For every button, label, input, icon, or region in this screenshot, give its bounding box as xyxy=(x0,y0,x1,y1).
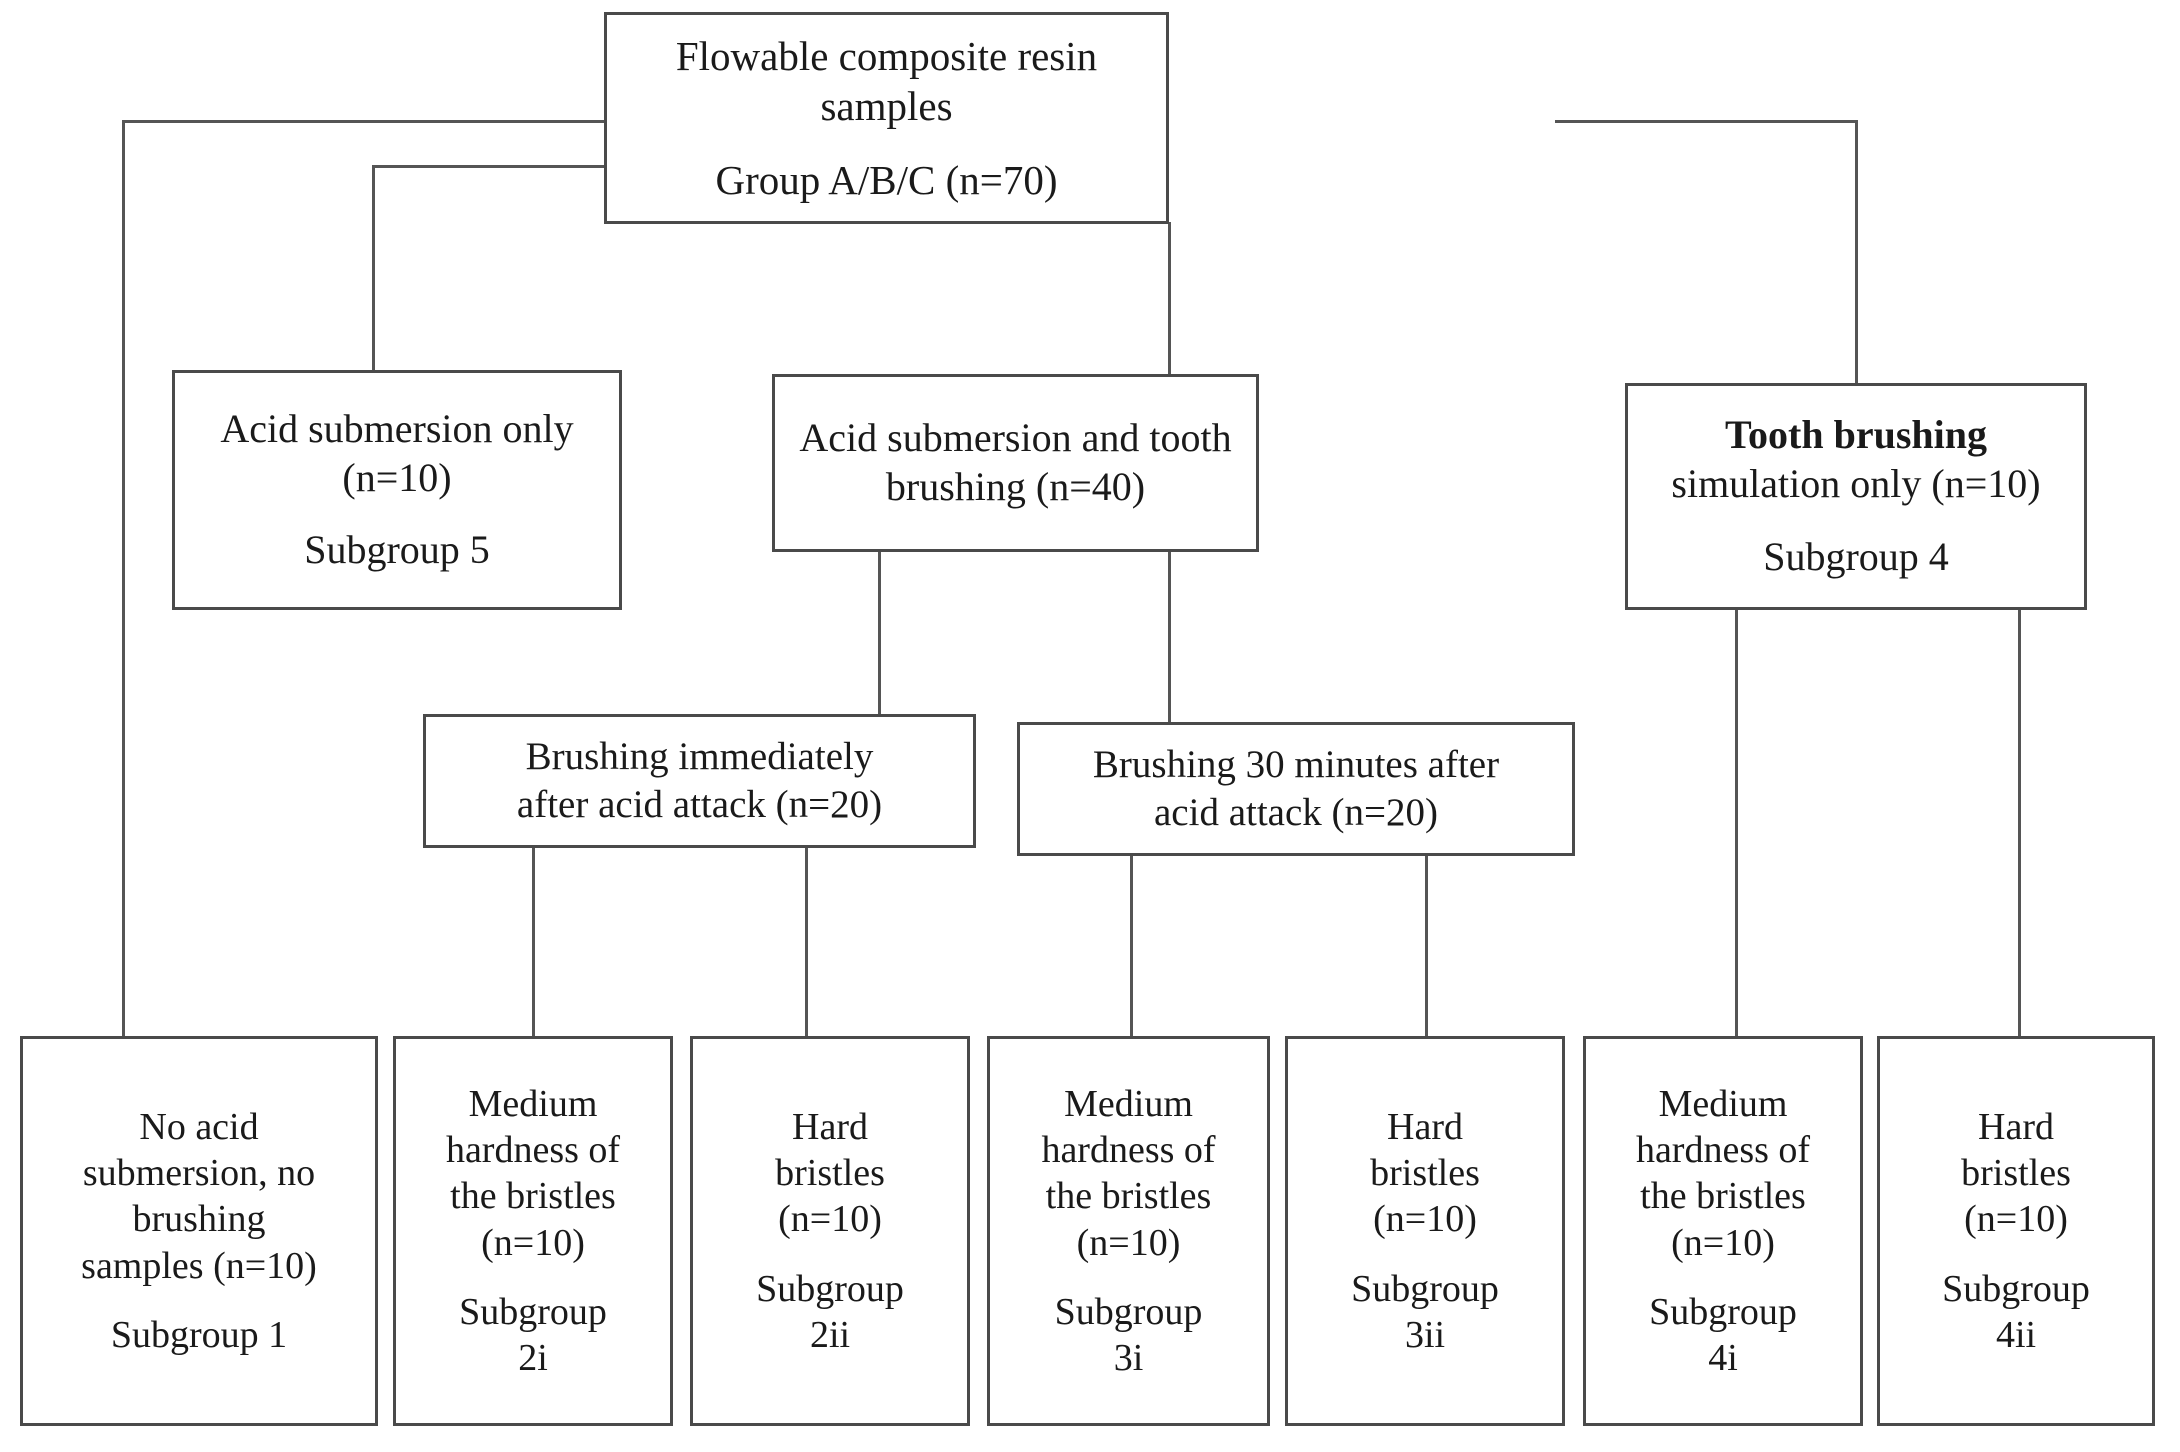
node-sg2i-line4: (n=10) xyxy=(481,1221,585,1264)
node-sg1-line3: brushing xyxy=(132,1198,266,1241)
node-brush-only-line3: Subgroup 4 xyxy=(1763,533,1949,579)
node-sg1-line2: submersion, no xyxy=(82,1152,316,1195)
node-acid-submersion-and-tooth-brushing[interactable]: Acid submersion and tooth brushing (n=40… xyxy=(772,374,1259,552)
node-subgroup-3ii[interactable]: Hard bristles (n=10) Subgroup 3ii xyxy=(1285,1036,1565,1426)
node-root[interactable]: Flowable composite resin samples Group A… xyxy=(604,12,1169,224)
node-sg4ii-line2: bristles xyxy=(1961,1152,2071,1195)
node-sg4ii-line1: Hard xyxy=(1978,1105,2054,1148)
node-sg2i-line5: Subgroup xyxy=(459,1290,607,1333)
node-sg2ii-line1: Hard xyxy=(792,1105,868,1148)
connector-acidbrush-to-immediate xyxy=(878,550,881,716)
node-sg2i-line1: Medium xyxy=(468,1082,598,1125)
connector-root-to-acid-only-vertical xyxy=(372,165,375,372)
node-sg1-line4: samples (n=10) xyxy=(81,1244,317,1287)
node-brushing-immediately[interactable]: Brushing immediately after acid attack (… xyxy=(423,714,976,848)
node-sg3i-line1: Medium xyxy=(1064,1082,1193,1125)
connector-30min-to-sg3i xyxy=(1130,855,1133,1037)
connector-immediate-to-sg2ii xyxy=(805,847,808,1037)
node-30min-line1: Brushing 30 minutes after xyxy=(1092,743,1500,787)
node-sg4i-line1: Medium xyxy=(1658,1082,1788,1125)
node-sg2i-line3: the bristles xyxy=(450,1175,616,1218)
connector-root-to-sg1-vertical xyxy=(122,120,125,1037)
node-brushing-30-minutes[interactable]: Brushing 30 minutes after acid attack (n… xyxy=(1017,722,1575,856)
node-acid-only-line3: Subgroup 5 xyxy=(304,527,490,573)
node-root-line2: Group A/B/C (n=70) xyxy=(715,157,1058,204)
node-sg4ii-line3: (n=10) xyxy=(1964,1198,2068,1241)
node-sg3ii-line2: bristles xyxy=(1370,1152,1480,1195)
node-sg4i-line4: (n=10) xyxy=(1671,1221,1775,1264)
connector-root-to-brush-only-horizontal xyxy=(1555,120,1857,123)
node-sg3ii-line5: 3ii xyxy=(1404,1313,1446,1356)
connector-root-to-acid-and-brush xyxy=(1168,222,1171,374)
node-sg3ii-line1: Hard xyxy=(1387,1105,1463,1148)
node-sg2ii-line4: Subgroup xyxy=(756,1267,904,1310)
connector-root-to-brush-only-vertical xyxy=(1855,120,1858,385)
node-sg2i-line6: 2i xyxy=(518,1337,548,1380)
node-acid-only-line2: (n=10) xyxy=(342,454,452,500)
node-sg2ii-line2: bristles xyxy=(775,1152,885,1195)
node-sg2ii-line3: (n=10) xyxy=(778,1198,882,1241)
node-subgroup-2i[interactable]: Medium hardness of the bristles (n=10) S… xyxy=(393,1036,673,1426)
node-immediate-line1: Brushing immediately xyxy=(525,735,874,779)
node-root-line1: Flowable composite resin samples xyxy=(675,32,1098,129)
node-brush-only-line1: Tooth brushing xyxy=(1725,412,1987,458)
node-tooth-brushing-simulation-only[interactable]: Tooth brushing simulation only (n=10) Su… xyxy=(1625,383,2087,610)
node-sg3i-line3: the bristles xyxy=(1045,1175,1212,1218)
node-acid-and-brush-line2: brushing (n=40) xyxy=(885,464,1146,509)
node-sg4i-line3: the bristles xyxy=(1640,1175,1806,1218)
node-sg3i-line4: (n=10) xyxy=(1076,1221,1181,1264)
node-sg4i-line2: hardness of xyxy=(1635,1128,1811,1171)
node-sg3ii-line3: (n=10) xyxy=(1373,1198,1477,1241)
connector-immediate-to-sg2i xyxy=(532,847,535,1037)
node-sg3i-line2: hardness of xyxy=(1041,1128,1216,1171)
node-sg1-line5: Subgroup 1 xyxy=(110,1313,288,1356)
node-acid-submersion-only[interactable]: Acid submersion only (n=10) Subgroup 5 xyxy=(172,370,622,610)
node-sg3i-line5: Subgroup xyxy=(1054,1290,1203,1333)
connector-brushonly-to-sg4ii xyxy=(2018,608,2021,1037)
node-acid-only-line1: Acid submersion only xyxy=(220,405,574,451)
connector-root-to-sg1-horizontal xyxy=(122,120,604,123)
connector-root-to-acid-only-horizontal xyxy=(372,165,604,168)
node-sg3ii-line4: Subgroup xyxy=(1351,1267,1499,1310)
node-subgroup-2ii[interactable]: Hard bristles (n=10) Subgroup 2ii xyxy=(690,1036,970,1426)
node-sg2i-line2: hardness of xyxy=(445,1128,621,1171)
node-sg4ii-line4: Subgroup xyxy=(1942,1267,2090,1310)
node-subgroup-3i[interactable]: Medium hardness of the bristles (n=10) S… xyxy=(987,1036,1270,1426)
node-sg2ii-line5: 2ii xyxy=(809,1313,851,1356)
node-30min-line2: acid attack (n=20) xyxy=(1153,791,1439,834)
connector-30min-to-sg3ii xyxy=(1425,855,1428,1037)
node-subgroup-1[interactable]: No acid submersion, no brushing samples … xyxy=(20,1036,378,1426)
node-subgroup-4i[interactable]: Medium hardness of the bristles (n=10) S… xyxy=(1583,1036,1863,1426)
node-sg4i-line5: Subgroup xyxy=(1649,1290,1797,1333)
node-brush-only-line2: simulation only (n=10) xyxy=(1671,461,2041,507)
node-sg4ii-line5: 4ii xyxy=(1995,1313,2037,1356)
connector-brushonly-to-sg4i xyxy=(1735,608,1738,1037)
node-sg4i-line6: 4i xyxy=(1708,1337,1738,1380)
connector-acidbrush-to-30min xyxy=(1168,550,1171,726)
node-sg3i-line6: 3i xyxy=(1113,1337,1144,1380)
node-acid-and-brush-line1: Acid submersion and tooth xyxy=(799,415,1232,461)
node-immediate-line2: after acid attack (n=20) xyxy=(516,783,883,826)
node-subgroup-4ii[interactable]: Hard bristles (n=10) Subgroup 4ii xyxy=(1877,1036,2155,1426)
node-sg1-line1: No acid xyxy=(139,1105,259,1148)
